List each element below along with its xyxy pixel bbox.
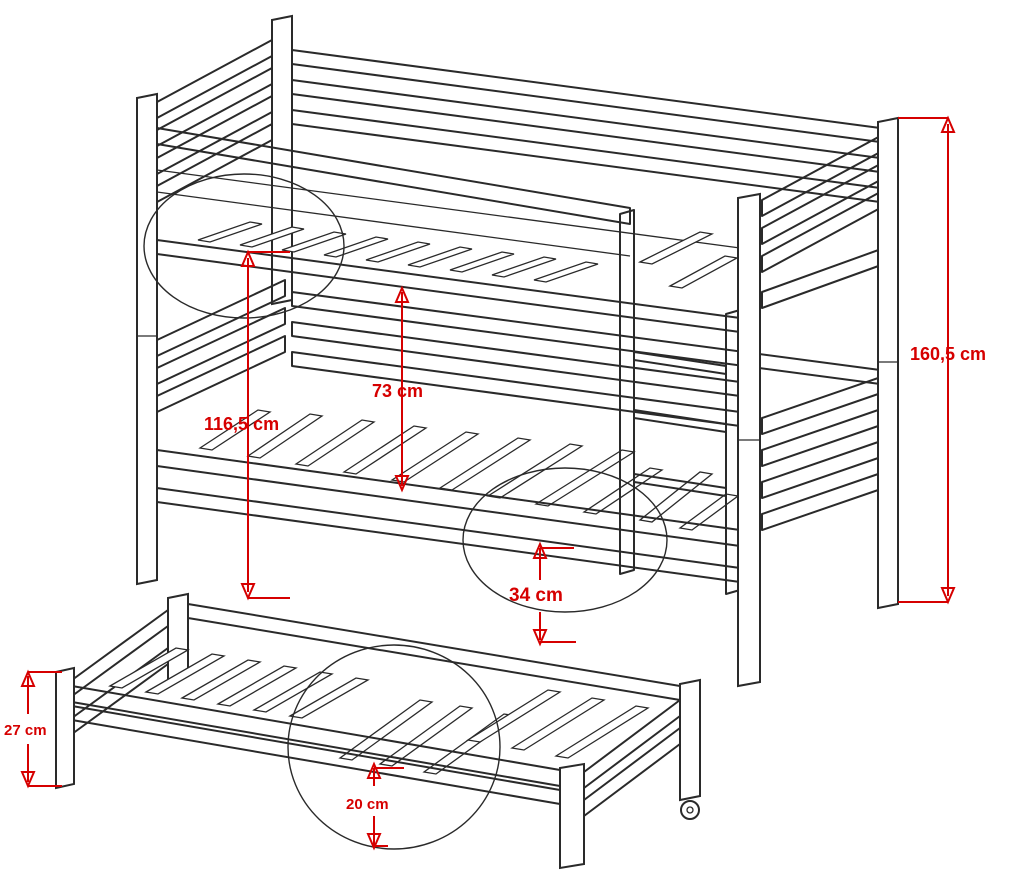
upper-bed-height-label: 116,5 cm xyxy=(204,414,279,434)
dimension-lines xyxy=(20,115,956,851)
trundle-back-right-post xyxy=(679,678,701,802)
lower-detail-circle xyxy=(462,467,668,613)
upper-right-footboard xyxy=(761,133,885,309)
lower-right-footboard xyxy=(761,375,885,531)
front-left-post xyxy=(136,92,158,586)
trundle-bed xyxy=(55,592,701,870)
total-height-label: 160,5 cm xyxy=(910,344,986,364)
front-right-post xyxy=(737,192,761,688)
trundle-front-left-post xyxy=(55,666,75,790)
lower-left-headboard xyxy=(156,279,286,413)
caster-wheel-icon xyxy=(680,800,700,820)
trundle-mattress-label: 20 cm xyxy=(346,796,389,813)
upper-detail-circle xyxy=(143,173,345,319)
upper-back-rails xyxy=(291,49,881,203)
bunk-bed xyxy=(136,14,899,688)
trundle-height-label: 27 cm xyxy=(4,722,47,739)
lower-slat-platform xyxy=(156,409,741,583)
trundle-detail-circle xyxy=(287,644,501,850)
clearance-label: 73 cm xyxy=(372,381,423,401)
lower-bed-height-label: 34 cm xyxy=(509,585,563,606)
back-right-post xyxy=(877,116,899,610)
trundle-front-right-post xyxy=(559,762,585,870)
ladder xyxy=(619,209,741,595)
back-left-post xyxy=(271,14,293,306)
upper-slat-platform xyxy=(156,127,741,333)
